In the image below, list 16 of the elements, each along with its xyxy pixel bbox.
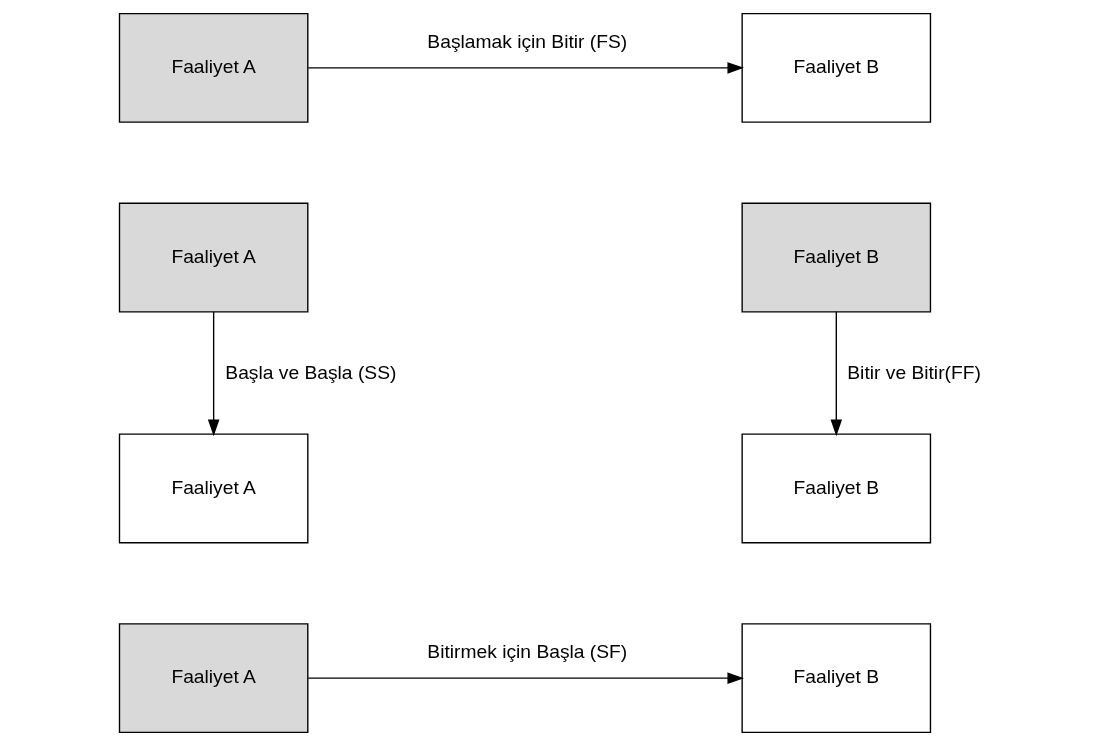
node-box: Faaliyet B [741,202,932,313]
edge-label: Başlamak için Bitir (FS) [427,31,628,53]
node-box: Faaliyet A [118,202,309,313]
edge-label: Başla ve Başla (SS) [225,361,397,383]
arrow [307,62,744,74]
node-box: Faaliyet A [118,433,309,544]
node-box: Faaliyet B [741,433,932,544]
node-box: Faaliyet B [741,12,932,123]
arrow [207,311,220,437]
edge-label: Bitir ve Bitir(FF) [847,361,981,383]
node-box: Faaliyet A [118,623,309,734]
arrow [307,672,744,684]
arrow [830,311,843,437]
node-box: Faaliyet B [741,623,932,734]
node-box: Faaliyet A [118,12,309,123]
edge-label: Bitirmek için Başla (SF) [427,641,628,663]
